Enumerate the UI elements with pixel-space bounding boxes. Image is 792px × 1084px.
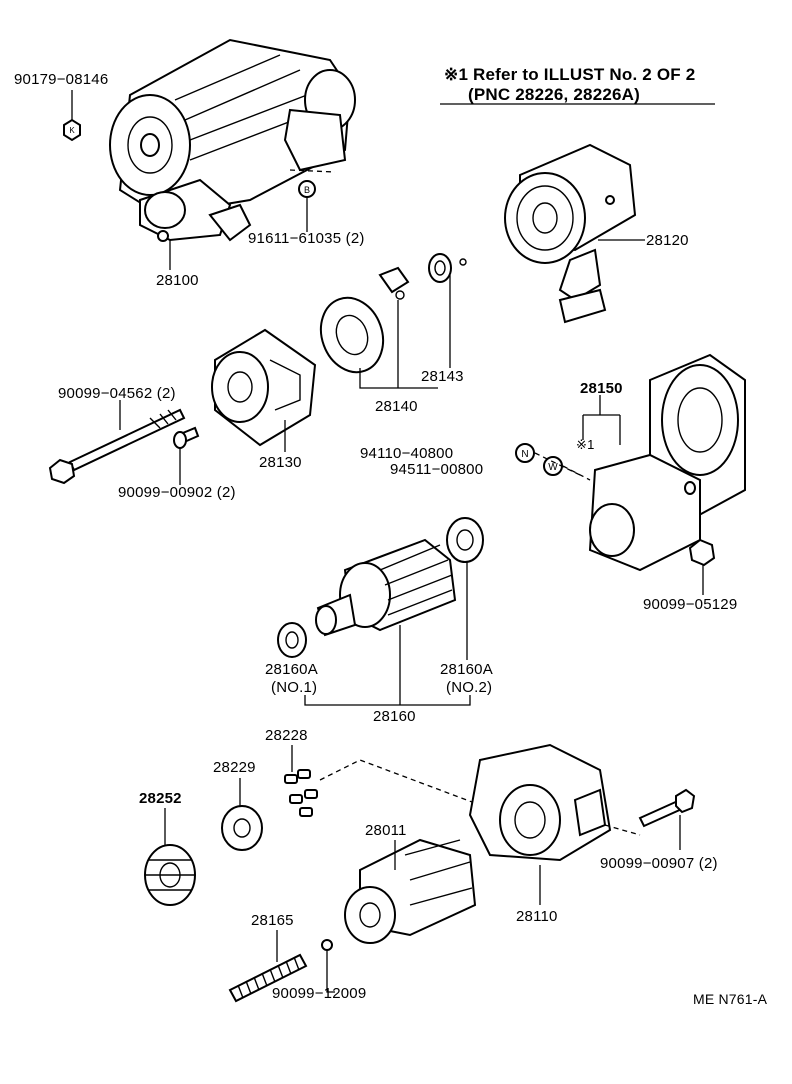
note-line2: (PNC 28226, 28226A) — [468, 85, 641, 104]
label-28160A-no2: 28160A — [440, 661, 493, 678]
spring-28165 — [228, 930, 308, 1003]
circle-letter-n: N — [521, 449, 528, 460]
label-90099-04562: 90099−04562 (2) — [58, 385, 176, 402]
field-frame-28130 — [211, 328, 317, 452]
label-90179-08146: 90179−08146 — [14, 71, 109, 88]
bearing-28160A-no1 — [277, 622, 307, 658]
nut-90099-05129 — [688, 538, 716, 595]
label-28140: 28140 — [375, 398, 418, 415]
circle-letter-b: B — [304, 185, 310, 195]
through-bolt-90099-04562 — [48, 400, 186, 485]
circle-letter-k: K — [69, 126, 75, 135]
starter-assembly-28100 — [109, 38, 356, 270]
label-28165: 28165 — [251, 912, 294, 929]
starter-clutch-28011 — [344, 838, 477, 944]
label-28143: 28143 — [421, 368, 464, 385]
label-28150: 28150 — [580, 380, 623, 397]
armature-28160 — [315, 538, 457, 705]
label-90099-00902: 90099−00902 (2) — [118, 484, 236, 501]
label-28110: 28110 — [516, 908, 558, 925]
starter-housing-28110 — [468, 743, 641, 905]
balls-28228 — [284, 745, 481, 817]
commutator-end-frame-28150 — [582, 353, 746, 572]
nut-washer-94110-94511 — [515, 443, 591, 481]
label-94110-40800: 94110−40800 — [360, 445, 454, 462]
label-90099-12009: 90099−12009 — [272, 985, 367, 1002]
ball-90099-12009 — [321, 939, 335, 993]
bolt-90099-00907 — [638, 788, 696, 850]
armature-group-bracket — [304, 695, 471, 706]
label-28229: 28229 — [213, 759, 256, 776]
bolt-91611-61035 — [289, 169, 336, 232]
nut-90179-08146 — [63, 90, 81, 142]
label-28160A-no1-sub: (NO.1) — [271, 679, 318, 696]
note-line1: ※1 Refer to ILLUST No. 2 OF 2 — [444, 65, 696, 84]
label-90099-05129: 90099−05129 — [643, 596, 738, 613]
label-28228: 28228 — [265, 727, 308, 744]
label-28252: 28252 — [139, 790, 182, 807]
circle-letter-w: W — [548, 462, 558, 473]
screw-90099-00902 — [173, 426, 200, 485]
pinion-gear-28252 — [144, 808, 196, 906]
retainer-28229 — [221, 778, 263, 851]
label-94511-00800: 94511−00800 — [390, 461, 484, 478]
label-91611-61035: 91611−61035 (2) — [248, 230, 365, 247]
label-28130: 28130 — [259, 454, 302, 471]
label-28160A-no1: 28160A — [265, 661, 318, 678]
label-90099-00907: 90099−00907 (2) — [600, 855, 718, 872]
brush-holder-28140 — [319, 266, 438, 389]
label-28100: 28100 — [156, 272, 199, 289]
label-28160A-no2-sub: (NO.2) — [446, 679, 493, 696]
label-note-ref: ※1 — [576, 437, 595, 452]
yoke-assembly-28120 — [504, 143, 645, 324]
label-28120: 28120 — [646, 232, 689, 249]
label-28011: 28011 — [365, 822, 407, 839]
label-28160: 28160 — [373, 708, 416, 725]
diagram-code: ME N761-A — [693, 991, 768, 1007]
bearing-28160A-no2 — [446, 517, 484, 660]
bearing-28143 — [428, 253, 467, 368]
